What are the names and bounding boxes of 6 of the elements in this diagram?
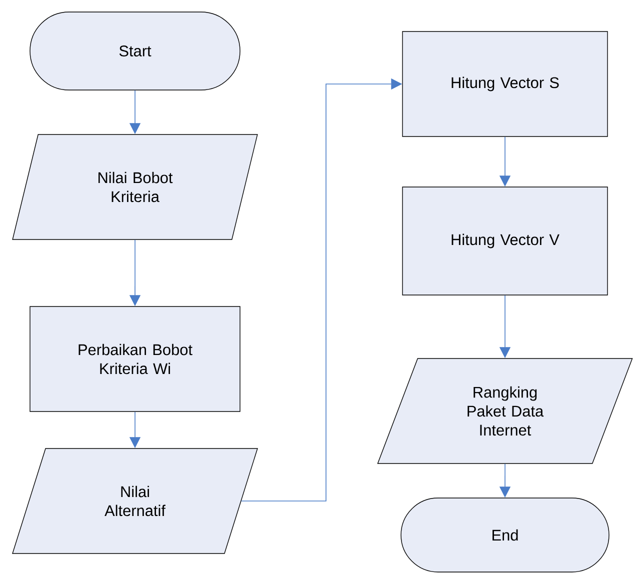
process-box: Hitung Vector V — [402, 186, 608, 296]
data-parallelogram: Nilai Alternatif — [12, 448, 258, 554]
data-parallelogram: Nilai Bobot Kriteria — [12, 134, 258, 240]
data-parallelogram: Rangking Paket Data Internet — [377, 358, 633, 464]
process-box: Perbaikan Bobot Kriteria Wi — [30, 306, 240, 412]
process-box: Hitung Vector S — [402, 31, 608, 137]
